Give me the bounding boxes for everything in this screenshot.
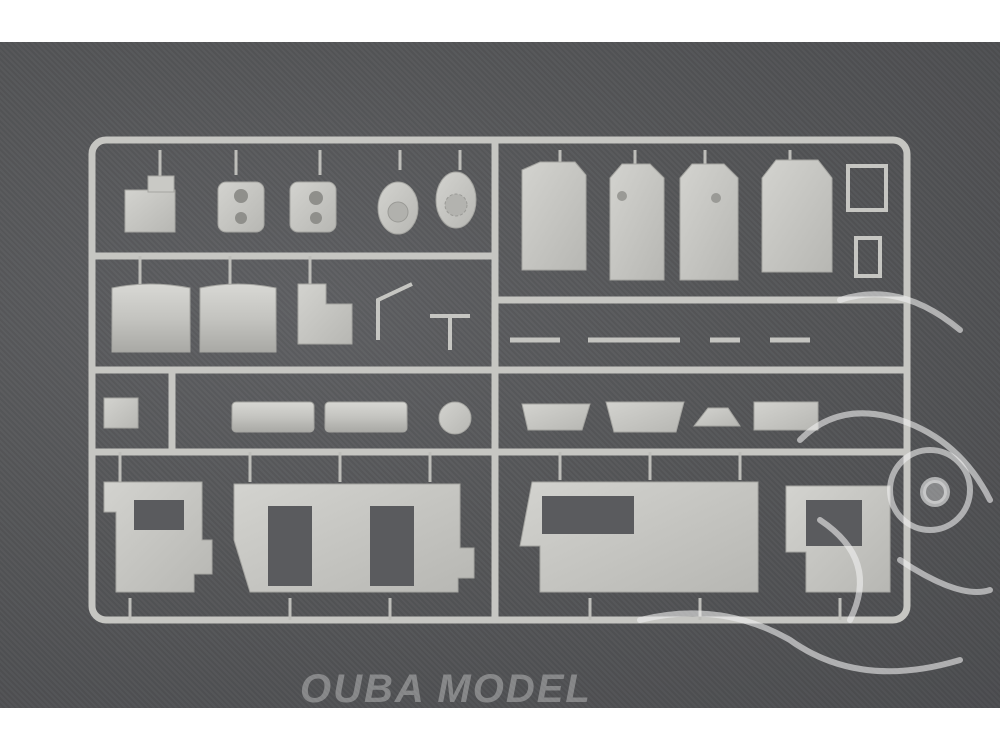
part-gear-plate-1 [217, 181, 265, 233]
part-rod-assembly [376, 282, 470, 350]
watermark-mascot [637, 291, 993, 675]
part-hatch-4 [761, 159, 833, 273]
part-sprocket [435, 171, 477, 229]
part-wedge-2 [605, 401, 685, 433]
part-bracket [103, 397, 139, 429]
part-small-box [124, 175, 176, 233]
part-round-housing [377, 181, 419, 235]
part-cylinder-2 [324, 401, 408, 433]
part-hatch-2 [609, 163, 665, 281]
watermark-brand-text: OUBA MODEL [300, 668, 592, 710]
part-disc [438, 401, 472, 435]
part-fender-1 [111, 283, 191, 353]
part-side-panel-4 [785, 485, 891, 593]
part-vent-box [753, 401, 819, 431]
part-hatch-3 [679, 163, 739, 281]
part-bracket-frame [846, 164, 888, 278]
part-wedge-1 [521, 403, 591, 431]
part-vent [692, 407, 741, 427]
gray-backdrop [0, 42, 1000, 708]
part-block [297, 283, 353, 345]
part-cylinder-1 [231, 401, 315, 433]
part-fender-2 [199, 283, 277, 353]
part-gear-plate-2 [289, 181, 337, 233]
sprue-gates [118, 150, 842, 620]
part-side-panel-3 [519, 481, 759, 593]
part-side-panel-2 [233, 483, 475, 593]
part-hatch-1 [521, 161, 587, 271]
part-side-panel-1 [103, 481, 213, 593]
